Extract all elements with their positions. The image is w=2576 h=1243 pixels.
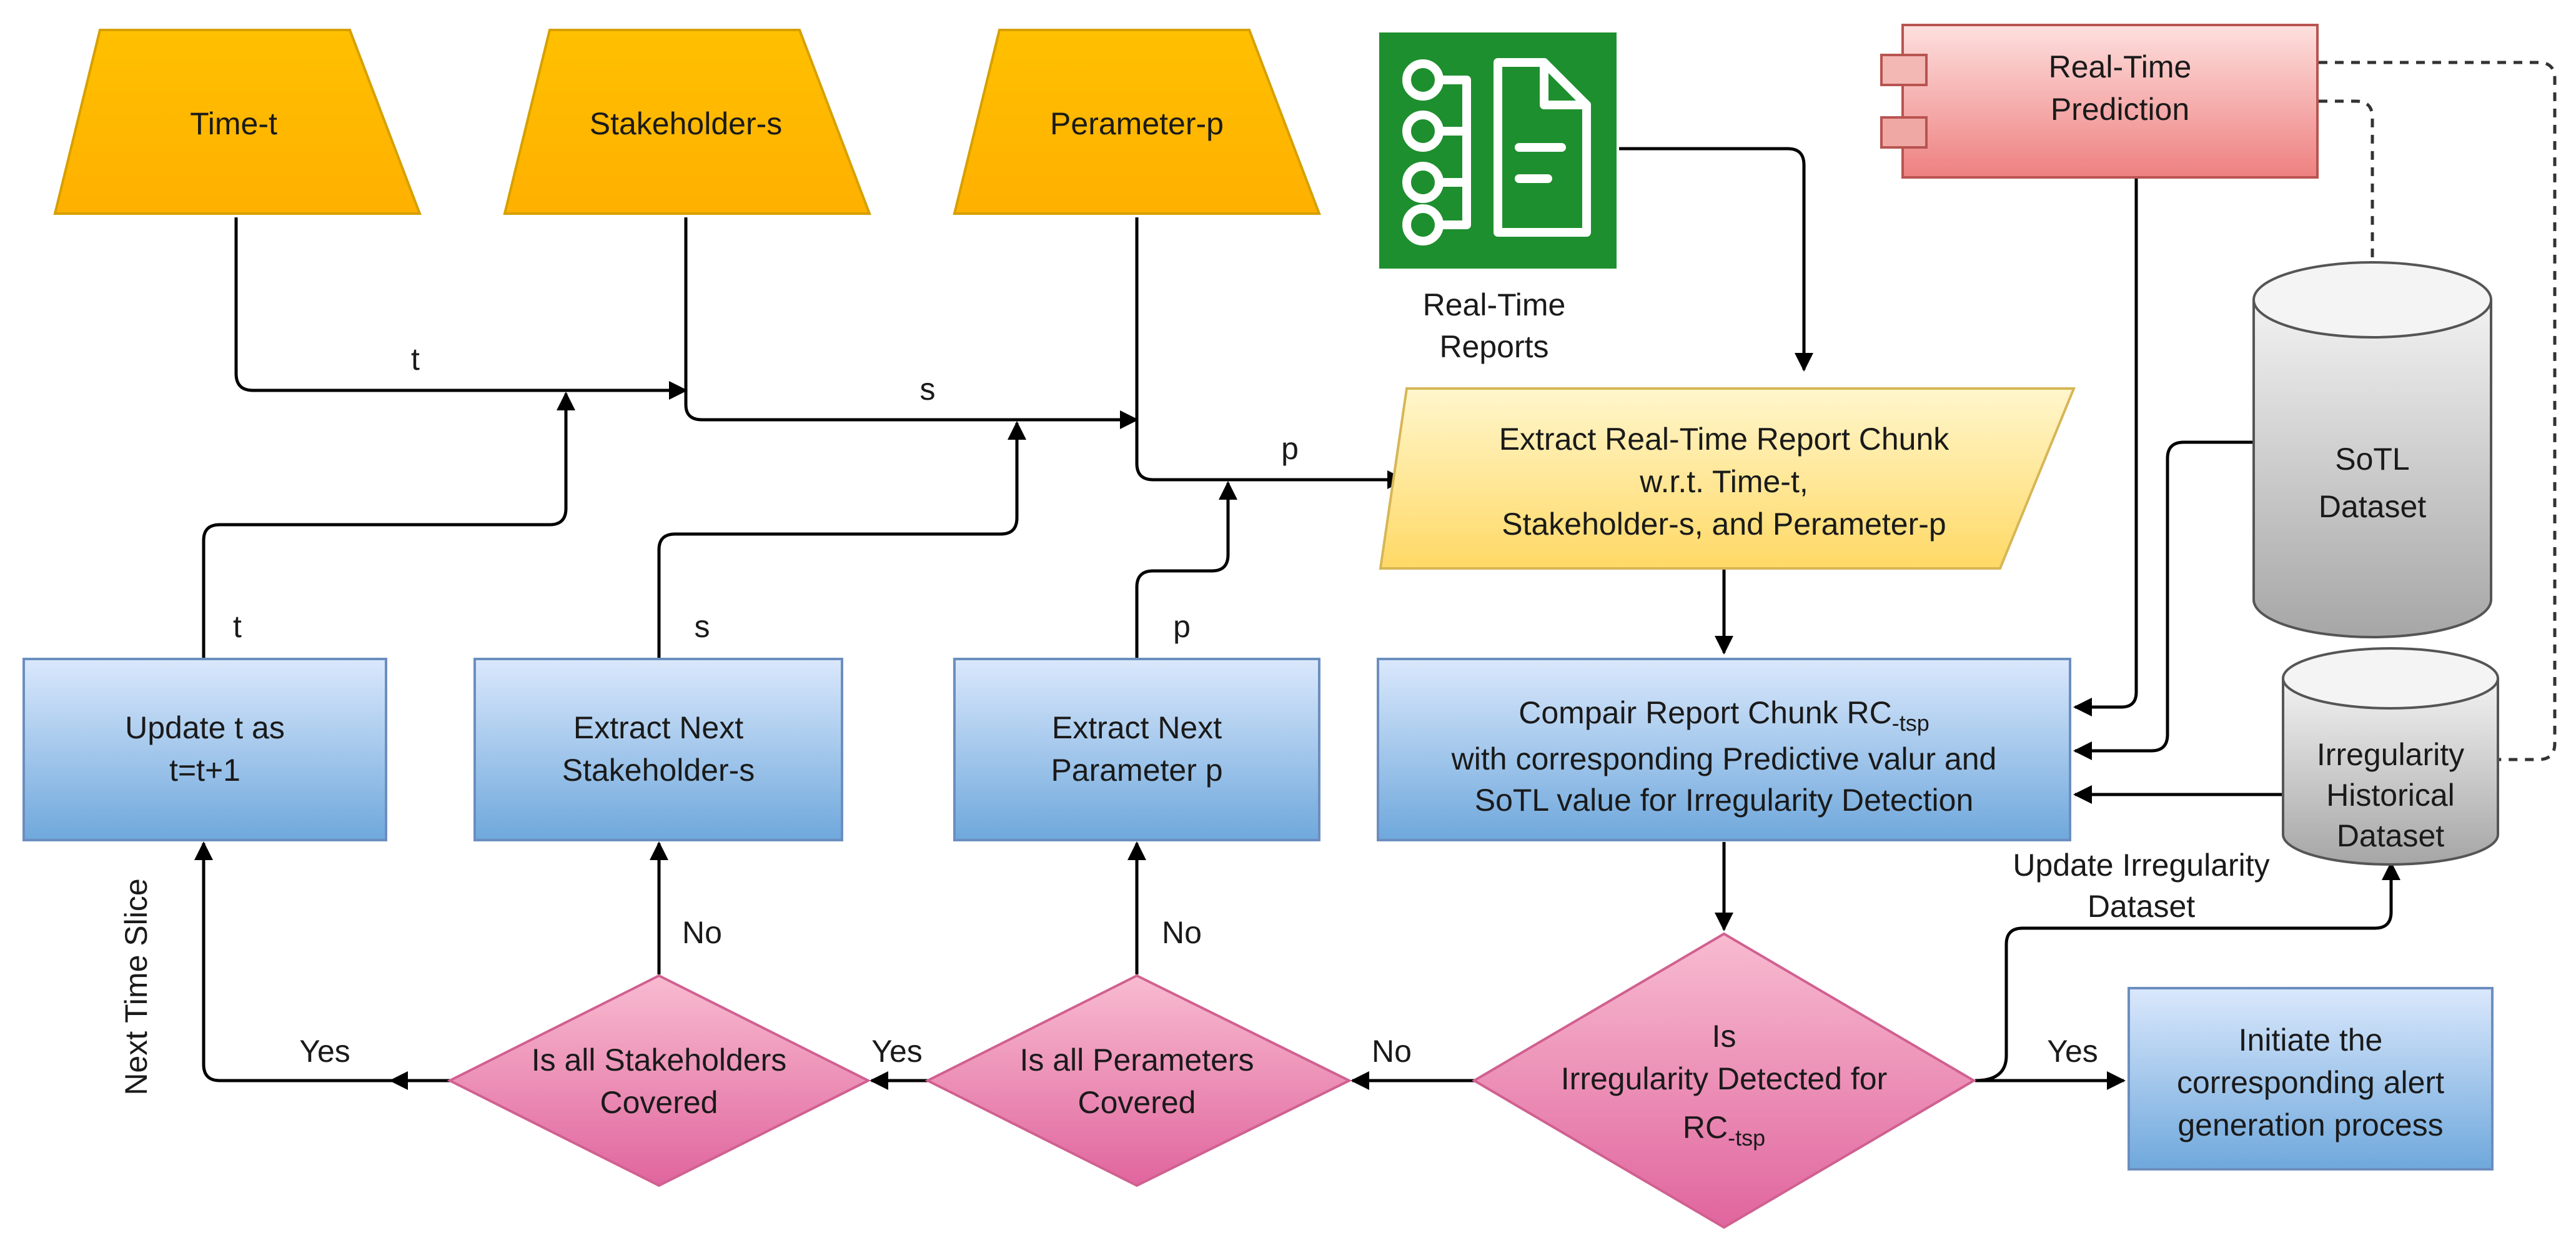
compare-line2: with corresponding Predictive valur and: [1451, 741, 1997, 776]
decision-parameters: Is all Perameters Covered: [924, 974, 1352, 1187]
edge-sotl-to-compare: [2073, 440, 2255, 760]
extract-chunk-line2: w.r.t. Time-t,: [1639, 464, 1808, 499]
input-parameter-label: Perameter-p: [1050, 106, 1224, 141]
edge-update-irregularity: [1974, 861, 2400, 1082]
real-time-reports: Real-Time Reports: [1379, 32, 1617, 364]
edge-labels: t s p t s p No No No Yes Yes Yes Next Ti…: [119, 342, 2270, 1096]
decision-irregularity: Is Irregularity Detected for RC-tsp: [1472, 932, 1976, 1229]
edge-label-update-irregularity-line1: Update Irregularity: [2013, 848, 2269, 883]
irregularity-dataset: Irregularity Historical Dataset: [2282, 647, 2499, 866]
decision-irregularity-line2: Irregularity Detected for: [1561, 1061, 1887, 1096]
edge-next-parameter-up: [1135, 481, 1237, 659]
update-t-line1: Update t as: [125, 710, 285, 745]
extract-chunk-line3: Stakeholder-s, and Perameter-p: [1502, 507, 1946, 542]
edge-prediction-to-compare: [2073, 175, 2138, 716]
component-tab-top: [1880, 54, 1928, 86]
dashed-prediction-to-irregularity: [2319, 61, 2557, 761]
edge-label-p-top: p: [1281, 431, 1299, 466]
edge-label-yes-parameters: Yes: [871, 1034, 923, 1069]
alert-line3: generation process: [2177, 1107, 2443, 1142]
decision-stakeholders-line1: Is all Stakeholders: [532, 1042, 787, 1077]
edge-time-down: [234, 217, 688, 400]
input-stakeholder-label: Stakeholder-s: [590, 106, 783, 141]
edge-label-t-top: t: [411, 342, 420, 377]
input-time-label: Time-t: [190, 106, 277, 141]
next-stakeholder-line2: Stakeholder-s: [562, 753, 755, 788]
input-time: Time-t: [53, 29, 422, 215]
edge-label-s-top: s: [920, 372, 936, 407]
document-tree-icon: [1402, 58, 1591, 245]
dashed-prediction-to-sotl: [2319, 99, 2374, 269]
edge-label-p-bottom: p: [1173, 609, 1191, 644]
sotl-line1: SoTL: [2335, 442, 2410, 477]
edge-next-stakeholder-up: [657, 421, 1026, 659]
edge-label-no-parameters: No: [1162, 915, 1202, 950]
sotl-dataset: SoTL Dataset: [2252, 261, 2492, 638]
edge-label-no-stakeholders: No: [682, 915, 722, 950]
irregularity-line2: Historical: [2326, 778, 2455, 813]
next-stakeholder-process: Extract Next Stakeholder-s: [473, 658, 843, 841]
edge-label-yes-irregularity: Yes: [2047, 1034, 2098, 1069]
irregularity-line1: Irregularity: [2317, 737, 2464, 772]
edge-stakeholder-down: [684, 217, 1139, 429]
update-t-process: Update t as t=t+1: [22, 658, 387, 841]
real-time-prediction: Real-Time Prediction: [1880, 24, 2319, 179]
dashed-connectors: [2319, 61, 2557, 761]
compare-line1: Compair Report Chunk RC-tsp: [1518, 695, 1929, 736]
edge-label-update-irregularity-line2: Dataset: [2088, 889, 2195, 924]
decision-parameters-line1: Is all Perameters: [1019, 1042, 1254, 1077]
input-parameter: Perameter-p: [953, 29, 1321, 215]
edge-label-no-irregularity: No: [1372, 1034, 1412, 1069]
edge-label-next-time-slice: Next Time Slice: [119, 878, 154, 1095]
next-parameter-line2: Parameter p: [1051, 753, 1222, 788]
irregularity-line3: Dataset: [2337, 818, 2444, 853]
sotl-line2: Dataset: [2319, 489, 2426, 524]
next-parameter-line1: Extract Next: [1052, 710, 1222, 745]
decision-stakeholders-line2: Covered: [600, 1085, 718, 1120]
extract-chunk: Extract Real-Time Report Chunk w.r.t. Ti…: [1379, 387, 2076, 570]
next-stakeholder-line1: Extract Next: [573, 710, 743, 745]
edge-label-yes-stakeholders: Yes: [299, 1034, 350, 1069]
reports-label-line2: Reports: [1439, 329, 1548, 364]
prediction-line1: Real-Time: [2049, 49, 2192, 84]
prediction-line2: Prediction: [2051, 92, 2189, 127]
reports-label-line1: Real-Time: [1423, 287, 1566, 322]
edge-yes-update-t: [194, 841, 450, 1082]
decision-irregularity-line3: RC-tsp: [1683, 1110, 1765, 1151]
next-parameter-process: Extract Next Parameter p: [953, 658, 1320, 841]
decision-parameters-line2: Covered: [1078, 1085, 1196, 1120]
decision-irregularity-line1: Is: [1712, 1019, 1736, 1054]
edge-parameter-down: [1135, 217, 1406, 489]
update-t-line2: t=t+1: [169, 753, 240, 788]
decision-stakeholders: Is all Stakeholders Covered: [447, 974, 871, 1187]
edge-label-t-bottom: t: [233, 609, 242, 644]
alert-line1: Initiate the: [2239, 1023, 2383, 1057]
alert-process: Initiate the corresponding alert generat…: [2128, 987, 2494, 1171]
input-stakeholder: Stakeholder-s: [503, 29, 871, 215]
component-tab-bottom: [1880, 116, 1928, 149]
extract-chunk-line1: Extract Real-Time Report Chunk: [1499, 422, 1950, 457]
alert-line2: corresponding alert: [2177, 1065, 2444, 1100]
edge-update-t-up: [202, 392, 575, 659]
compare-line3: SoTL value for Irregularity Detection: [1475, 783, 1974, 818]
edge-label-s-bottom: s: [695, 609, 710, 644]
compare-process: Compair Report Chunk RC-tsp with corresp…: [1377, 658, 2071, 841]
edge-reports-to-extract: [1619, 147, 1813, 372]
connectors: [194, 147, 2400, 1090]
